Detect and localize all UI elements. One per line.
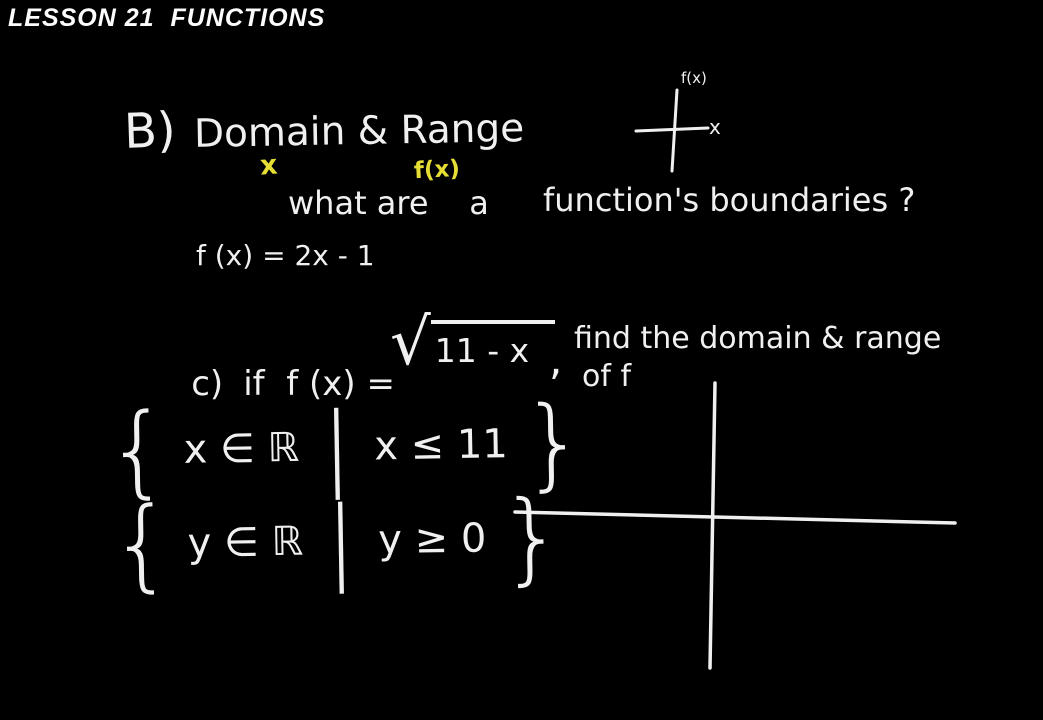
task-part2: of f [582, 359, 632, 394]
lesson-title: LESSON 21 FUNCTIONS [8, 4, 326, 32]
section-c-statement: c) if f (x) = [148, 331, 395, 438]
task-part1: find the domain & range [574, 321, 942, 356]
domain-condition: x ≤ 11 [373, 421, 509, 470]
section-c-label: c) [191, 363, 224, 404]
mini-axes-sketch [634, 88, 710, 173]
range-fx-annotation: f(x) [413, 155, 461, 185]
example-equation: f (x) = 2x - 1 [196, 239, 375, 272]
radical-expression: √ 11 - x [390, 306, 556, 380]
such-that-bar: | [320, 393, 354, 501]
large-axes-sketch [513, 381, 957, 670]
domain-x-annotation: x [258, 149, 279, 182]
open-brace: { [109, 484, 175, 603]
section-b-label: B) [123, 102, 177, 160]
such-that-bar: | [324, 486, 358, 595]
question-part1: what are a [288, 184, 489, 222]
range-member: y ∈ ℝ [187, 518, 304, 567]
section-c-premise: if f (x) = [243, 363, 395, 404]
open-brace: { [105, 391, 171, 510]
large-vertical-axis [708, 381, 717, 670]
domain-member: x ∈ ℝ [183, 424, 300, 473]
mini-axes-x-label: x [709, 115, 721, 139]
range-set-notation: { y ∈ ℝ | y ≥ 0 } [109, 478, 565, 603]
radical-sign: √ [390, 306, 431, 380]
range-condition: y ≥ 0 [377, 515, 487, 564]
section-b-heading: Domain & Range [193, 106, 525, 157]
question-part2: function's boundaries ? [543, 181, 916, 219]
large-horizontal-axis [513, 510, 957, 525]
mini-axes-y-label: f(x) [681, 69, 707, 87]
radicand: 11 - x [430, 320, 556, 367]
comma: , [549, 335, 563, 384]
mini-horizontal-axis [634, 126, 710, 133]
